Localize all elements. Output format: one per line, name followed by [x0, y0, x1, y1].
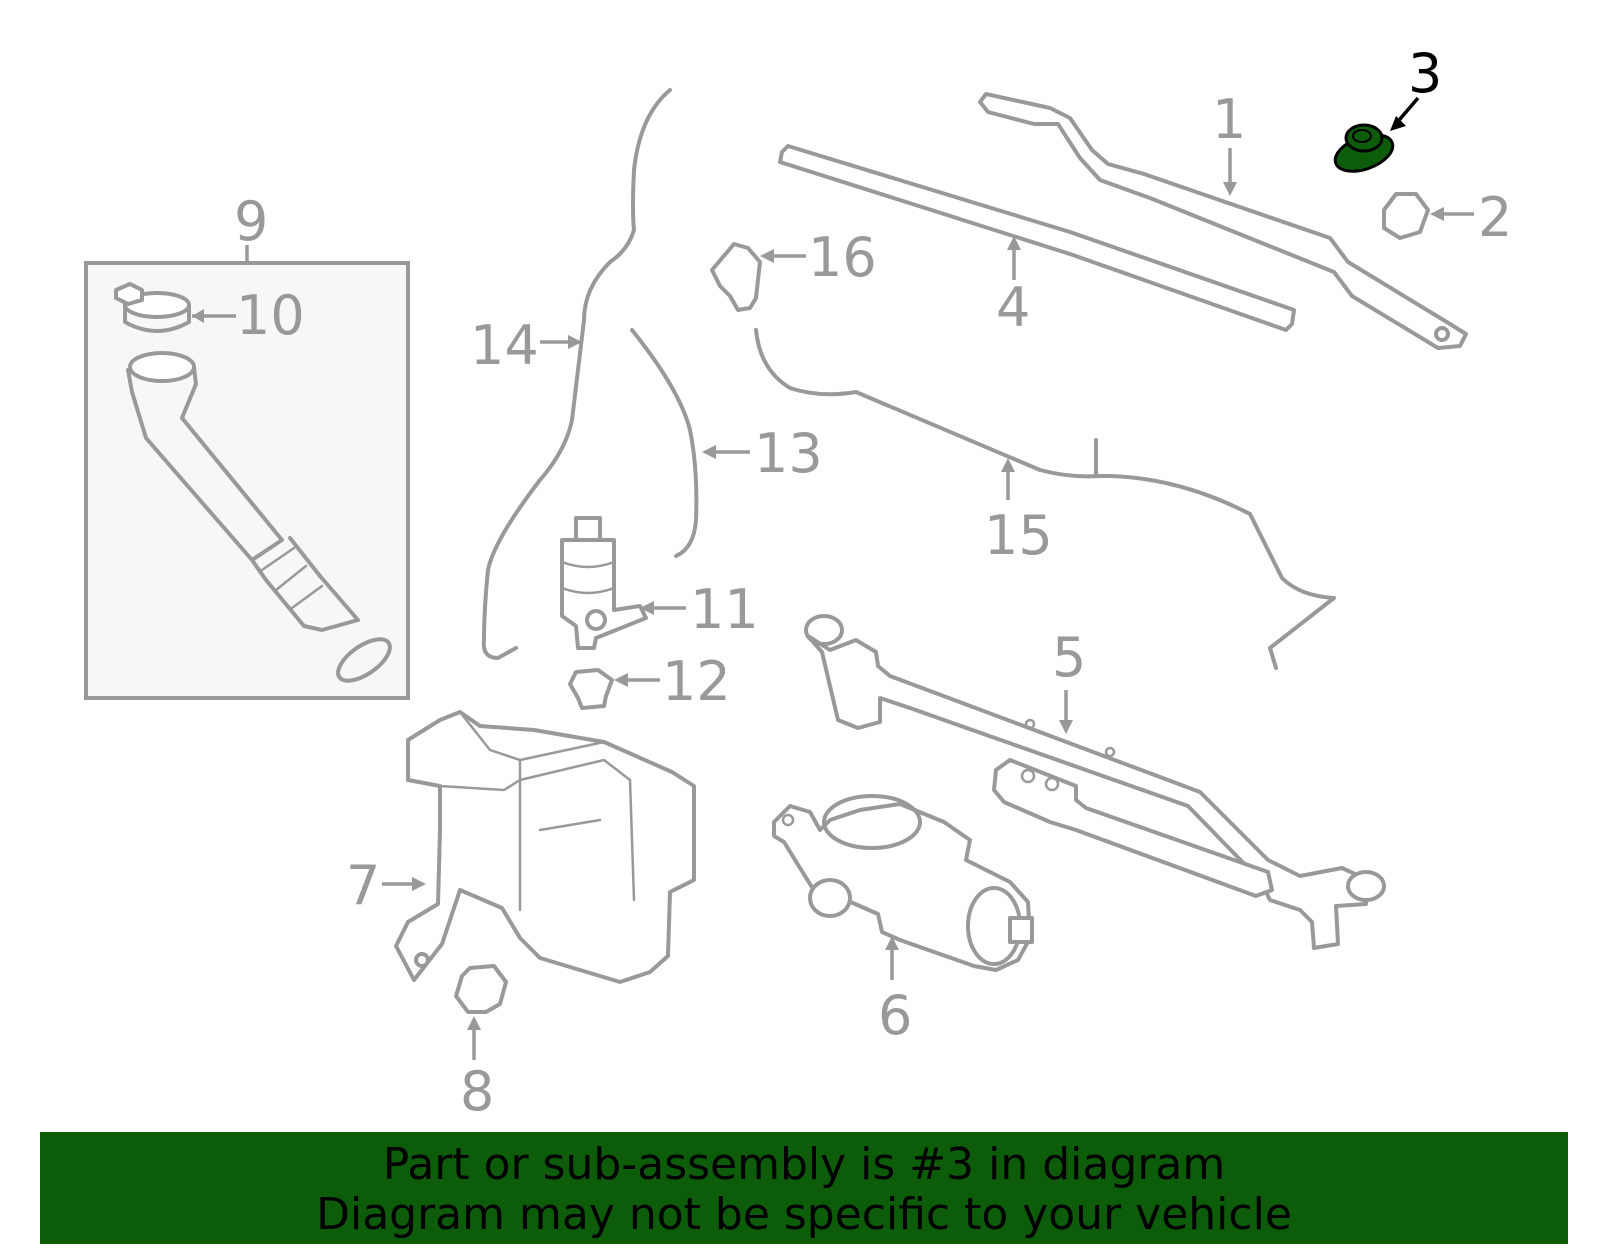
- label-14: 14: [470, 314, 539, 377]
- label-3: 3: [1408, 42, 1442, 105]
- label-7: 7: [346, 854, 380, 917]
- label-4: 4: [996, 276, 1030, 339]
- part-14-hose: [481, 88, 672, 660]
- part-3-highlighted: [1333, 123, 1395, 173]
- parts-diagram: 1 2 3 4 5 6 7 8 9 10 11 12 13 14 15 16: [84, 42, 1512, 1123]
- label-6: 6: [878, 984, 912, 1047]
- part-5-linkage: [804, 614, 1386, 950]
- part-2-nut: [1382, 192, 1430, 240]
- part-16-nozzle: [710, 242, 762, 312]
- label-15: 15: [984, 504, 1053, 567]
- label-16: 16: [808, 226, 877, 289]
- part-11-pump: [560, 516, 648, 650]
- label-8: 8: [460, 1060, 494, 1123]
- label-9: 9: [234, 190, 268, 253]
- banner-line-2: Diagram may not be specific to your vehi…: [316, 1189, 1292, 1240]
- part-8-cap: [454, 964, 508, 1014]
- part-7-reservoir: [394, 710, 696, 984]
- filler-neck: [126, 351, 392, 683]
- part-15-hose: [754, 328, 1336, 670]
- part-1-wiper-arm: [978, 92, 1468, 350]
- label-10: 10: [236, 284, 305, 347]
- info-banner: Part or sub-assembly is #3 in diagram Di…: [40, 1132, 1568, 1244]
- label-2: 2: [1478, 186, 1512, 249]
- label-5: 5: [1052, 626, 1086, 689]
- label-12: 12: [662, 650, 731, 713]
- label-13: 13: [754, 422, 823, 485]
- banner-line-1: Part or sub-assembly is #3 in diagram: [382, 1139, 1226, 1190]
- part-6-motor: [772, 794, 1034, 972]
- label-1: 1: [1212, 88, 1246, 151]
- part-9-group: [84, 245, 410, 700]
- label-11: 11: [690, 578, 759, 641]
- part-4-wiper-blade: [778, 144, 1296, 332]
- part-12-grommet: [568, 668, 614, 710]
- part-10-cap: [114, 282, 236, 333]
- leader-arrows: [382, 96, 1474, 1060]
- part-13-hose: [630, 328, 699, 558]
